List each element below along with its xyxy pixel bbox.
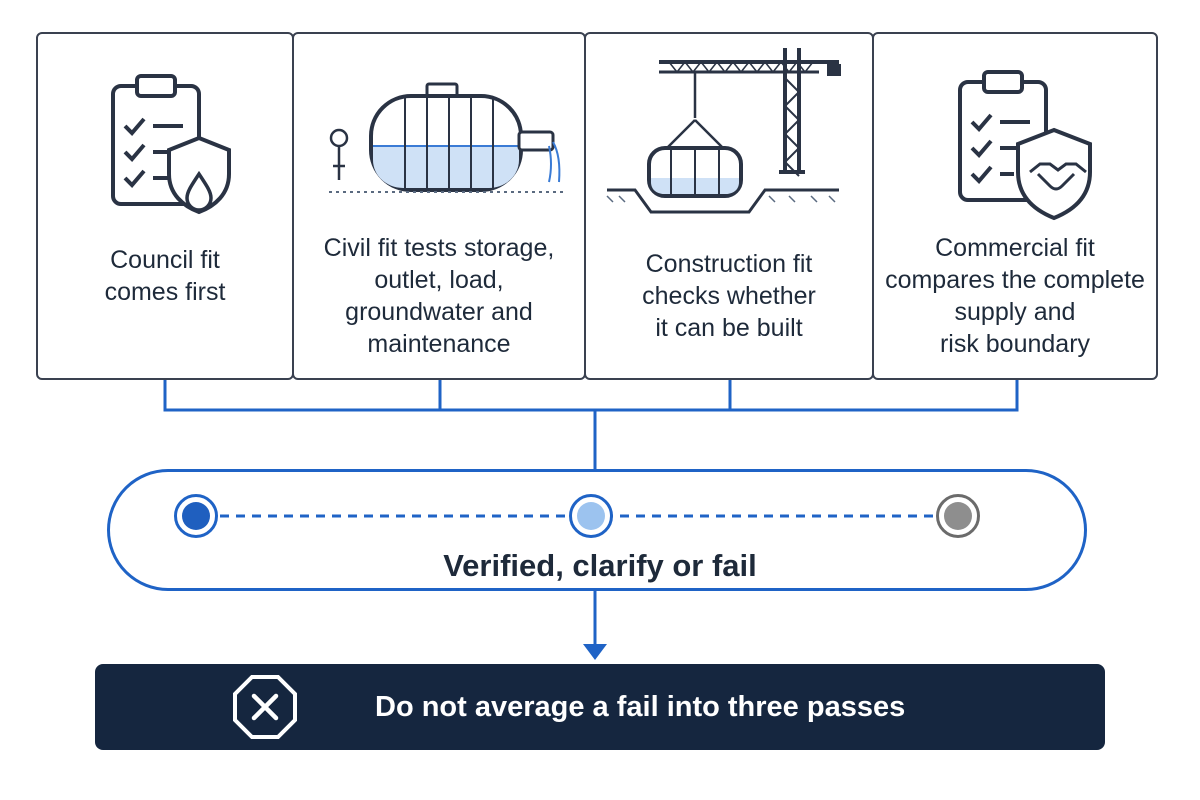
verified-dot: [174, 494, 218, 538]
bracket-connector: [163, 380, 1019, 412]
fail-dot-fill: [944, 502, 972, 530]
card-civil-fit-line-2: outlet, load,: [374, 266, 504, 294]
card-commercial-fit-line-2: compares the complete: [885, 266, 1145, 294]
card-construction-fit-line-2: checks whether: [642, 282, 816, 310]
card-civil-fit: Civil fit tests storage, outlet, load, g…: [292, 32, 586, 380]
storage-tank-icon: [294, 80, 584, 200]
banner-text: Do not average a fail into three passes: [375, 691, 906, 723]
card-civil-fit-line-1: Civil fit tests storage,: [323, 234, 555, 262]
x-octagon-icon: [233, 675, 297, 739]
arrow-down-icon: [583, 644, 607, 660]
card-commercial-fit: Commercial fit compares the complete sup…: [872, 32, 1158, 380]
card-construction-fit: Construction fit checks whether it can b…: [584, 32, 874, 380]
card-commercial-fit-line-3: supply and: [954, 298, 1076, 326]
fail-dot: [936, 494, 980, 538]
verified-dot-fill: [182, 502, 210, 530]
card-council-fit-line-2: comes first: [104, 278, 226, 306]
card-council-fit: Council fit comes first: [36, 32, 294, 380]
clarify-dot: [569, 494, 613, 538]
card-civil-fit-line-4: maintenance: [367, 330, 511, 358]
card-civil-fit-line-3: groundwater and: [345, 298, 533, 326]
clipboard-shield-water-icon: [38, 72, 292, 222]
warning-banner: Do not average a fail into three passes: [95, 664, 1105, 750]
card-construction-fit-line-1: Construction fit: [645, 250, 813, 278]
outcome-label: Verified, clarify or fail: [443, 548, 757, 583]
card-commercial-fit-line-4: risk boundary: [939, 330, 1091, 358]
crane-tank-icon: [586, 48, 872, 218]
card-construction-fit-line-3: it can be built: [655, 314, 803, 342]
card-commercial-fit-line-1: Commercial fit: [935, 234, 1095, 262]
clipboard-shield-handshake-icon: [874, 68, 1156, 228]
card-council-fit-line-1: Council fit: [110, 246, 220, 274]
clarify-dot-fill: [577, 502, 605, 530]
